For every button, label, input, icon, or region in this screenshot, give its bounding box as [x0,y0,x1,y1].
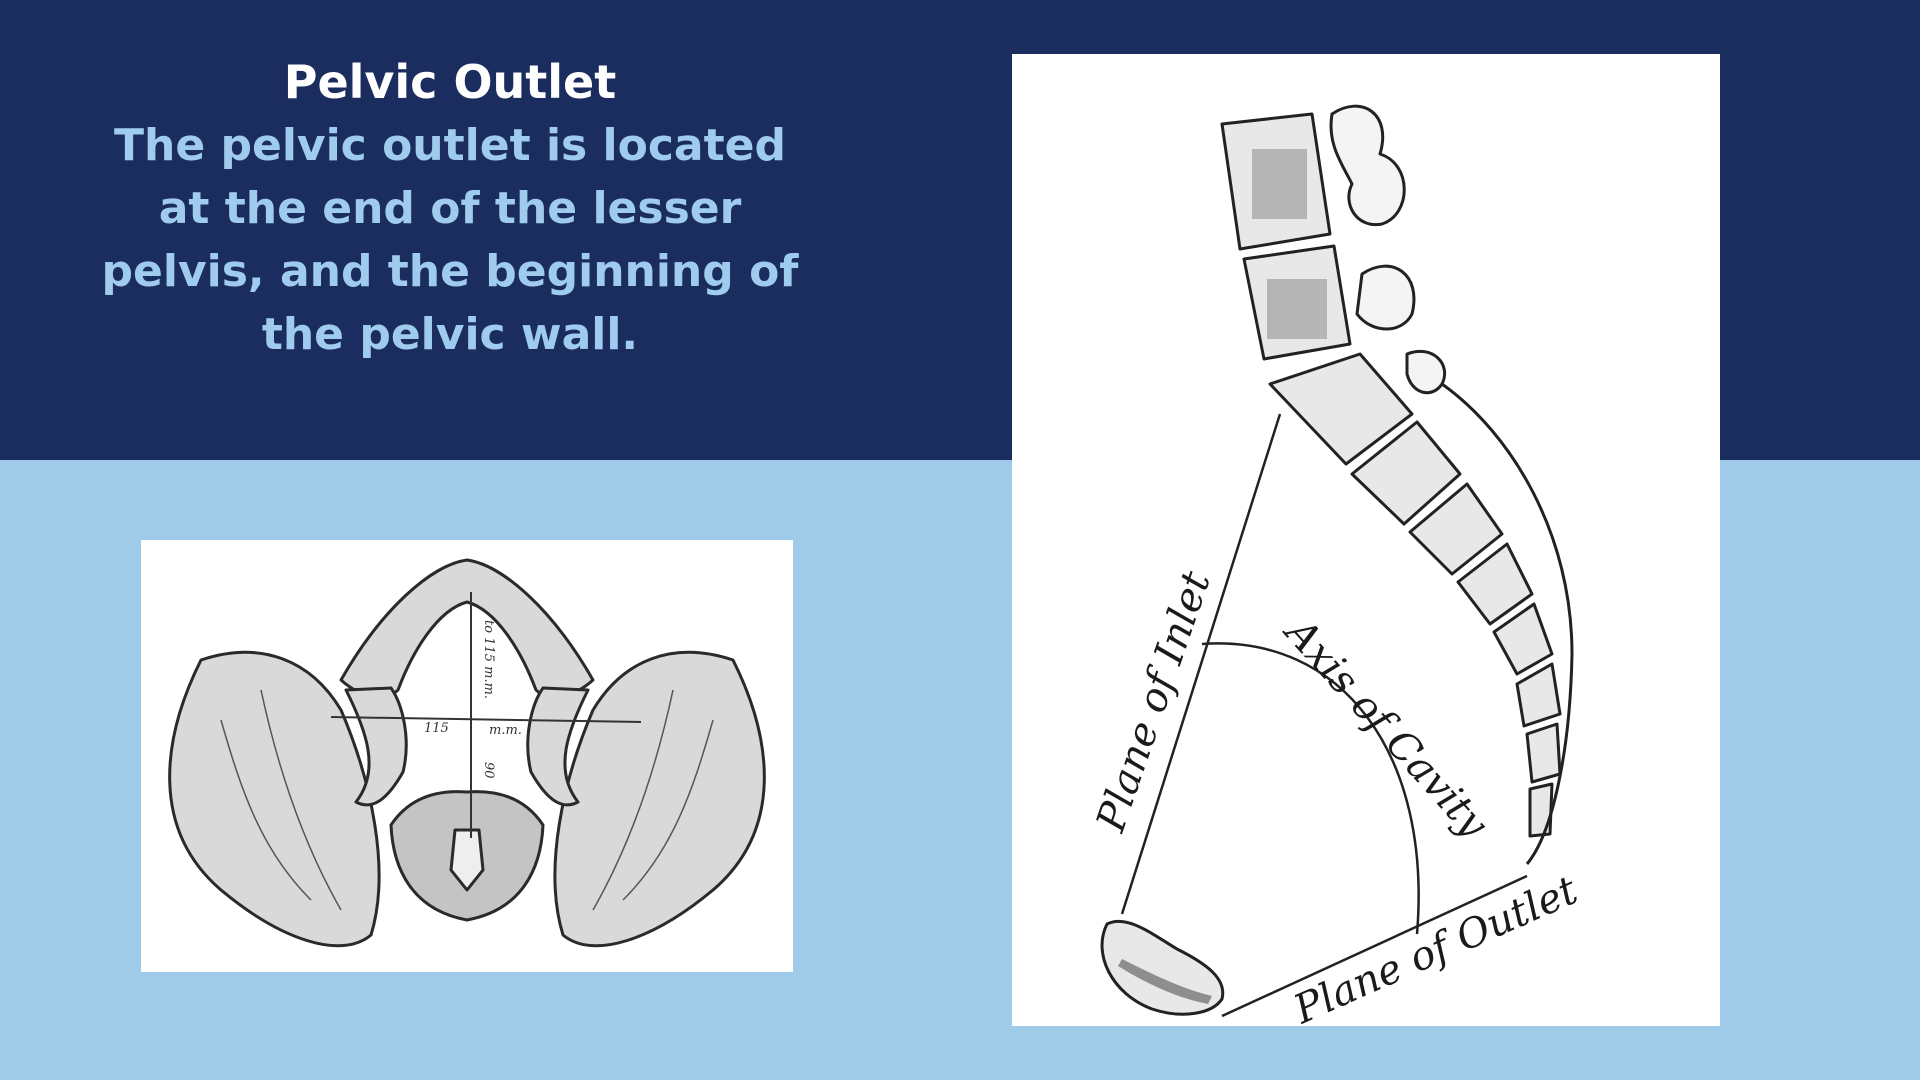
transverse-diameter-line [330,716,642,723]
axis-of-cavity-arc [1201,642,1420,935]
transverse-unit-label: m.m. [489,723,522,738]
ap-low-label: 90 [481,762,496,779]
pelvic-planes-drawing: Plane of Inlet Axis of Cavity Plane of O… [1088,104,1585,1026]
axis-of-cavity-label: Axis of Cavity [1274,607,1498,848]
slide-body-text: The pelvic outlet is located at the end … [101,120,799,360]
plane-of-outlet-label: Plane of Outlet [1286,867,1585,1026]
slide-title: Pelvic Outlet [283,55,617,109]
text-block: Pelvic Outlet The pelvic outlet is locat… [90,50,810,366]
plane-of-inlet-line [1120,413,1282,915]
ap-high-label: to 115 m.m. [481,620,496,699]
pelvis-drawing: 115 m.m. 90 to 115 m.m. [168,558,766,948]
pelvic-planes-diagram: Plane of Inlet Axis of Cavity Plane of O… [1012,54,1720,1026]
transverse-label: 115 [424,721,449,736]
plane-of-outlet-line [1221,874,1528,1018]
pelvis-illustration: 115 m.m. 90 to 115 m.m. [141,540,793,972]
plane-of-inlet-label: Plane of Inlet [1088,565,1220,838]
